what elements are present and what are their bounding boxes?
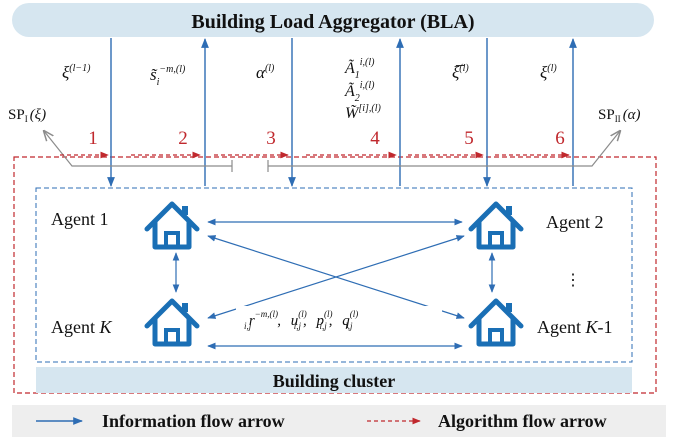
agent-ellipsis: ⋮	[565, 272, 581, 289]
agent2-house-icon	[471, 204, 521, 247]
step-number-5: 5	[464, 128, 474, 149]
cluster-title: Building cluster	[273, 371, 396, 391]
var-w-tilde: W̃[i],(l)	[345, 103, 381, 122]
step-number-6: 6	[555, 128, 565, 149]
bla-bar	[12, 3, 654, 37]
bla-title: Building Load Aggregator (BLA)	[191, 11, 474, 33]
cluster-bar	[36, 367, 632, 393]
var-xi-bar: ξ̅(l)	[452, 63, 469, 82]
agentK1-label: Agent K-1	[537, 317, 613, 337]
link-agent2-agentK	[207, 235, 465, 319]
var-s-tilde: s̃i−m,(l)	[150, 64, 186, 88]
sp1-label: SPI(ξ)	[8, 107, 46, 124]
legend-box	[12, 405, 666, 437]
agent2-label: Agent 2	[546, 212, 604, 232]
var-xi-current: ξ(l)	[540, 63, 557, 82]
var-alpha: α(l)	[256, 63, 275, 82]
exchange-vars: r−m,(l)i,j, u(l)i,j, p(l)i,j, q(l)i,j	[244, 309, 358, 331]
outer-frame	[13, 156, 657, 394]
step-number-3: 3	[266, 128, 276, 149]
var-xi-prev: ξ(l−1)	[62, 63, 91, 82]
agent1-label: Agent 1	[51, 209, 109, 229]
var-a1-tilde: Ã1i,(l)	[344, 57, 375, 81]
step-number-4: 4	[370, 128, 380, 149]
sp1-line	[44, 131, 232, 167]
sp2-line	[268, 131, 620, 167]
agentK-label: Agent K	[51, 317, 113, 337]
inner-frame	[35, 187, 633, 363]
legend-info-label: Information flow arrow	[102, 411, 285, 431]
agent1-house-icon	[147, 204, 197, 247]
step-number-1: 1	[88, 128, 98, 149]
legend-algo-label: Algorithm flow arrow	[438, 411, 607, 431]
sp2-label: SPII(α)	[598, 107, 641, 124]
agentK-house-icon	[147, 301, 197, 344]
step-number-2: 2	[178, 128, 188, 149]
agentK1-house-icon	[471, 301, 521, 344]
var-a2-tilde: Ã2i,(l)	[344, 80, 375, 104]
exchange-label-bg	[236, 306, 442, 336]
